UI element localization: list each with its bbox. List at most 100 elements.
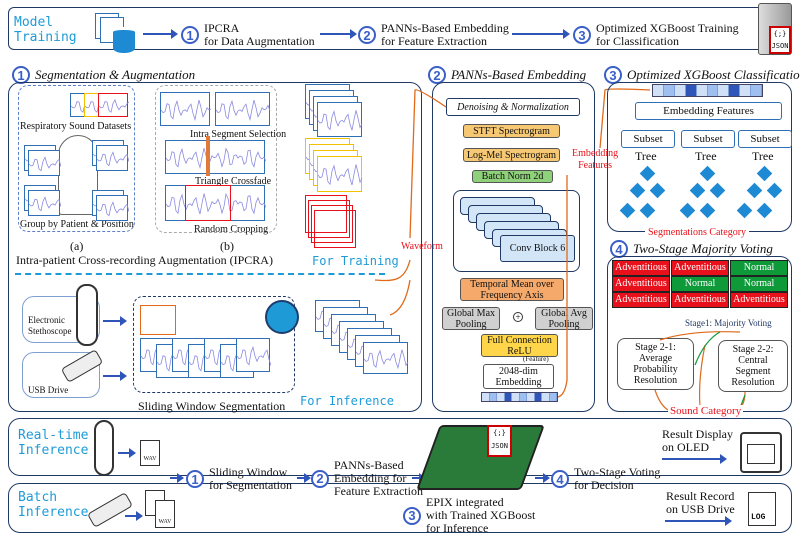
- section-2-panel: [432, 82, 595, 412]
- stethoscope-icon: [94, 420, 114, 476]
- waveform-card: [317, 102, 363, 137]
- section-1-panel: [8, 82, 422, 412]
- group-label: Group by Patient & Position: [20, 219, 134, 230]
- sliding-window-box: [133, 296, 295, 393]
- label-b: (b): [220, 239, 234, 253]
- step-line: Sliding Window: [209, 465, 288, 479]
- feature-cell: [489, 393, 497, 401]
- add-icon: +: [513, 312, 523, 322]
- step-line: Feature Extraction: [334, 484, 423, 498]
- feature-cell: [542, 393, 550, 401]
- arrow: [170, 473, 184, 483]
- feature-vector: [652, 84, 763, 97]
- stage-line: Segment: [735, 366, 771, 377]
- realtime-inference-panel: [8, 418, 792, 476]
- feature-label: (Feature): [523, 355, 549, 363]
- feature-vector: [481, 392, 558, 402]
- vote-label: Adventitious: [730, 292, 788, 308]
- feature-cell: [663, 85, 675, 96]
- for-inference-label: For Inference: [300, 394, 394, 408]
- waveform-card: [317, 156, 363, 192]
- stage-line: Average: [638, 353, 673, 364]
- waveform-card: [236, 338, 272, 372]
- stethoscope-icon: [76, 284, 98, 346]
- segmentations-category: Segmentations Category: [645, 226, 750, 239]
- arrow: [103, 316, 127, 326]
- arrow: [512, 29, 570, 39]
- sliding-caption: Sliding Window Segmentation: [138, 399, 286, 413]
- cropping-label: Random Cropping: [194, 224, 269, 235]
- cropped-card: [311, 205, 353, 243]
- augmentation-box: [155, 85, 277, 233]
- feature-cell: [534, 393, 542, 401]
- waveform-label: Waveform: [401, 241, 443, 252]
- waveform-card: [98, 93, 130, 117]
- group-box: [18, 85, 135, 232]
- wav-file-icon: WAV: [140, 440, 160, 466]
- embedding-features-box: Embedding Features: [635, 102, 782, 120]
- ipcra-caption: Intra-patient Cross-recording Augmentati…: [16, 253, 273, 267]
- user-icon: [265, 300, 299, 334]
- feature-cell: [549, 393, 557, 401]
- waveform-card: [96, 195, 130, 221]
- stage-line: Stage 2-2:: [732, 344, 774, 355]
- conv-block-6: Conv Block 6: [500, 235, 575, 262]
- waveform-card: [165, 140, 267, 174]
- stft-box: STFT Spectrogram: [463, 124, 560, 138]
- feature-cell: [751, 85, 763, 96]
- oled-display-icon: [740, 432, 782, 473]
- crossfade-label: Triangle Crossfade: [195, 176, 272, 187]
- feature-cell: [696, 85, 708, 96]
- logmel-box: Log-Mel Spectrogram: [463, 148, 560, 162]
- subset-box: Subset: [681, 130, 735, 148]
- server-json-icon: {;}JSON: [758, 3, 792, 55]
- log-file-icon: LOG: [748, 492, 776, 526]
- waveform-card: [165, 185, 267, 221]
- feature-cell: [504, 393, 512, 401]
- waveform-card: [363, 342, 409, 374]
- intra-label: Intra Segment Selection: [190, 129, 287, 140]
- wav-file-icon: WAV: [155, 500, 175, 528]
- step-line: for Segmentation: [209, 478, 292, 492]
- vote-label: Adventitious: [612, 292, 670, 308]
- subset-box: Subset: [738, 130, 792, 148]
- datasets-label: Respiratory Sound Datasets: [20, 121, 132, 132]
- tree-label: Tree: [695, 149, 717, 163]
- dashed-divider: [15, 273, 385, 275]
- waveform-card: [28, 190, 62, 216]
- crop-frame: [185, 185, 231, 221]
- feature-cell: [497, 393, 505, 401]
- crossfade-marker: [206, 136, 210, 176]
- vote-label: Normal: [730, 276, 788, 292]
- waveform-card: [215, 92, 271, 126]
- feature-cell: [482, 393, 490, 401]
- feature-cell: [653, 85, 664, 96]
- arrow: [535, 473, 550, 483]
- batchnorm-box: Batch Norm 2d: [472, 170, 553, 183]
- cropped-card: [305, 195, 347, 233]
- step-line: PANNs-Based: [334, 458, 404, 472]
- arrow: [103, 371, 127, 381]
- stethoscope-box: [22, 296, 100, 343]
- step-line: Two-Stage Voting: [574, 465, 661, 479]
- step-line: EPIX integrated: [426, 495, 504, 509]
- cropped-card: [314, 210, 356, 248]
- tree-label: Tree: [635, 149, 657, 163]
- batch-inference-panel: [8, 483, 792, 533]
